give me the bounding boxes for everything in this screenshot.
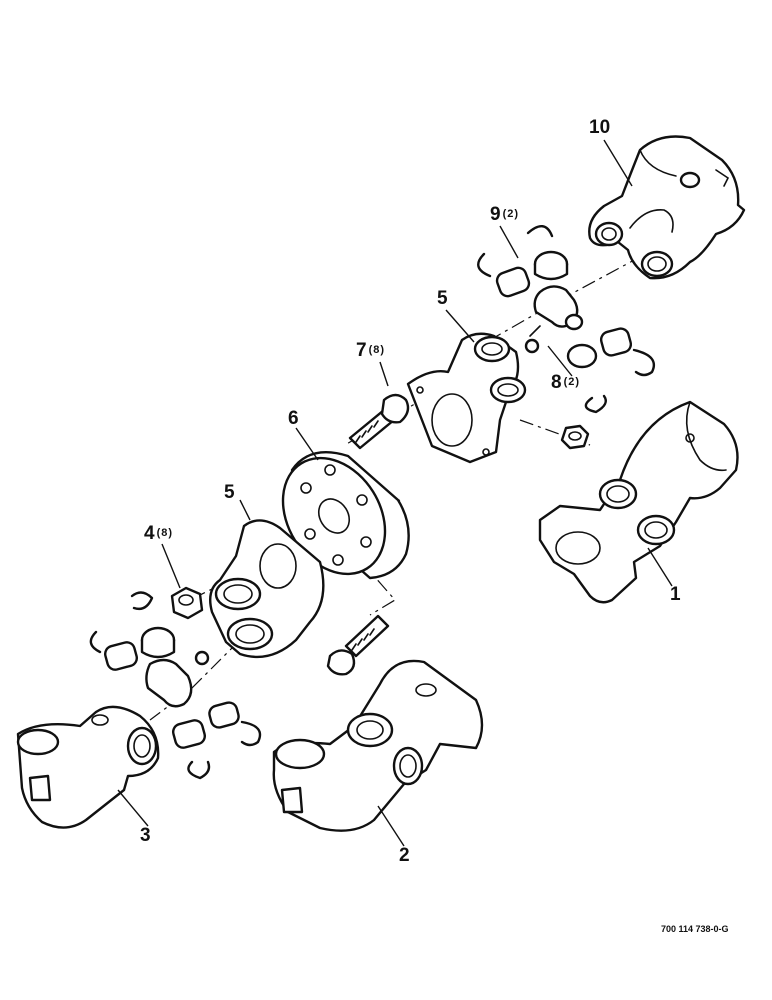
flange-yoke-part-5-upper <box>406 332 527 464</box>
bolt-lower <box>326 614 390 676</box>
universal-joint-cross-lower <box>89 591 262 780</box>
callout-7: 7(8) <box>356 340 386 361</box>
yoke-part-3 <box>16 705 160 829</box>
bolt-part-7 <box>348 393 410 450</box>
callout-5-upper: 5 <box>437 288 448 309</box>
cv-joint-part-2 <box>272 659 484 832</box>
leader-lines <box>117 139 673 847</box>
callout-1: 1 <box>670 584 681 605</box>
cv-joint-part-1 <box>538 400 739 604</box>
callout-3: 3 <box>140 825 151 846</box>
callout-9: 9(2) <box>490 204 520 225</box>
coupling-disk-part-6 <box>281 451 410 580</box>
yoke-part-10 <box>588 135 746 280</box>
callout-6: 6 <box>288 408 299 429</box>
flange-yoke-part-5-lower <box>209 519 325 659</box>
callout-8: 8(2) <box>551 372 581 393</box>
universal-joint-cross-9 <box>477 225 656 414</box>
callout-10: 10 <box>589 117 611 138</box>
callout-5-lower: 5 <box>224 482 235 503</box>
callout-4: 4(8) <box>144 523 174 544</box>
callout-2: 2 <box>399 845 410 866</box>
figure-code: 700 114 738-0-G <box>661 924 729 934</box>
lock-nut-part-4 <box>170 586 204 620</box>
grease-fitting-part-8 <box>560 424 590 450</box>
